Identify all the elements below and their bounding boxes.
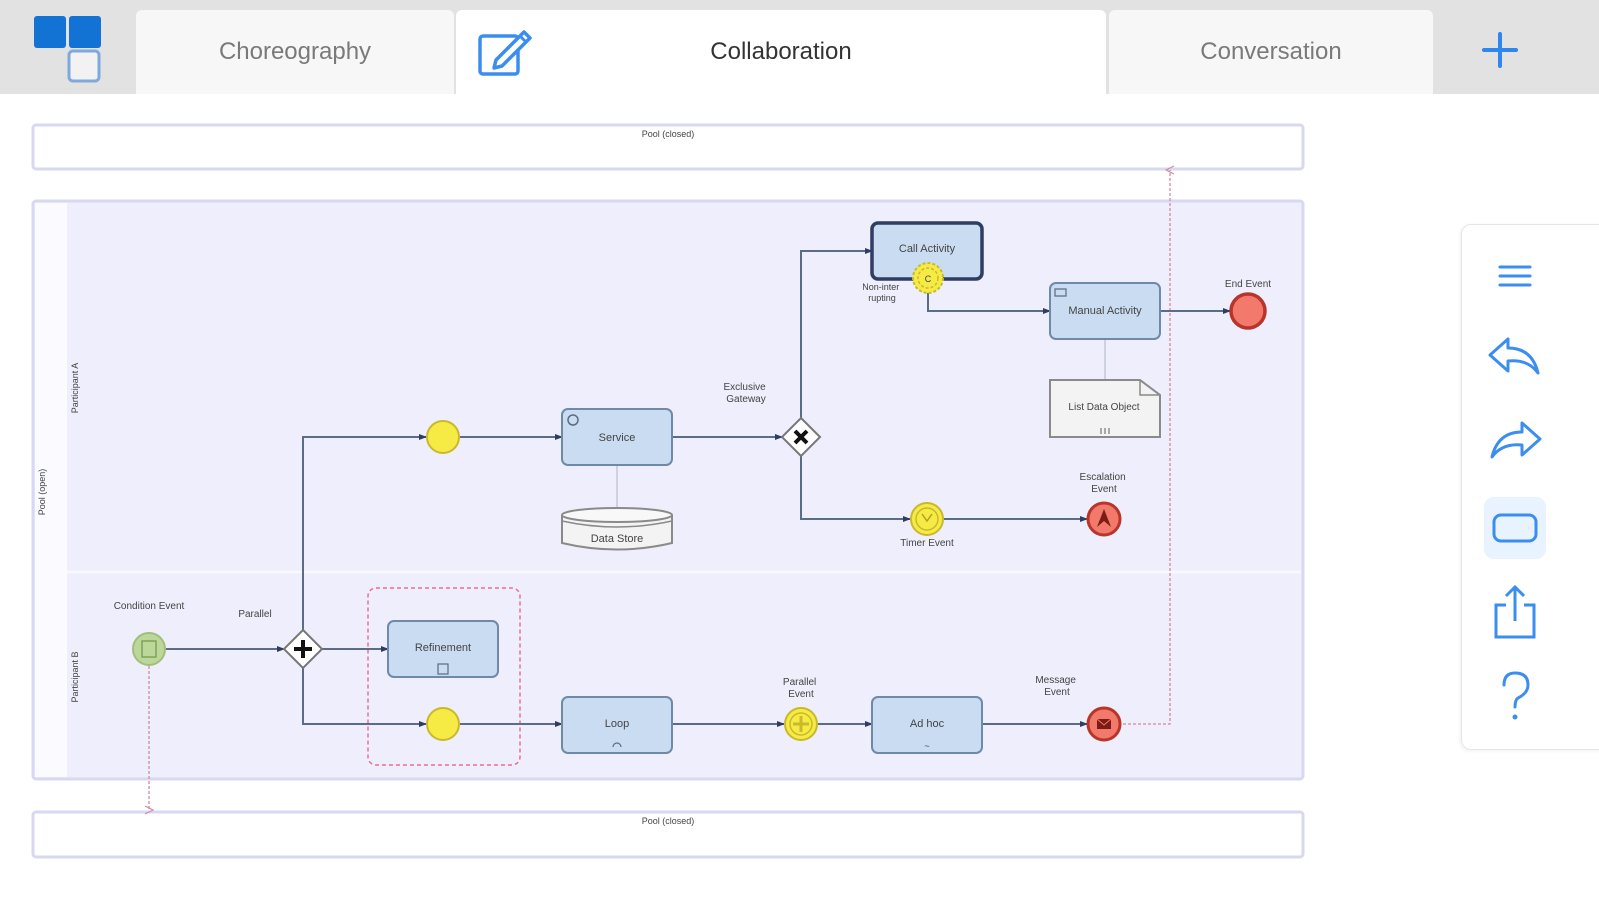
escalation-label-line: Escalation (1080, 472, 1126, 483)
parallel-gateway[interactable]: Parallel (238, 609, 324, 670)
lane-participant-b-label: Participant B (70, 651, 80, 702)
exclusive-gateway-label-line: Gateway (726, 394, 765, 405)
data-store[interactable]: Data Store (561, 507, 673, 551)
tab-conversation[interactable]: Conversation (1109, 10, 1433, 94)
non-interrupting-label: Non-inter rupting (862, 282, 902, 303)
ad-hoc-label: Ad hoc (910, 718, 945, 730)
exclusive-gateway[interactable]: Exclusive Gateway (723, 382, 822, 458)
menu-icon (1498, 265, 1532, 287)
non-interrupting-label-line: Non-inter (862, 282, 899, 292)
service-task[interactable]: Service (561, 408, 673, 466)
subprocess-marker-icon (437, 663, 449, 675)
service-label: Service (599, 432, 636, 444)
call-activity[interactable]: Call Activity (870, 221, 984, 281)
flow-parallel-to-event-a[interactable] (302, 434, 427, 630)
redo-icon (1490, 421, 1542, 459)
edit-icon[interactable] (476, 24, 532, 80)
parallel-gateway-label: Parallel (238, 609, 271, 620)
flow-boundary-to-manual[interactable] (927, 293, 1051, 314)
intermediate-event-b[interactable] (426, 707, 460, 741)
tab-choreography[interactable]: Choreography (136, 10, 454, 94)
condition-event-label: Condition Event (114, 601, 185, 612)
app-grid-logo-icon[interactable] (34, 16, 102, 84)
clock-icon (921, 513, 933, 523)
pool-bottom-label: Pool (closed) (642, 816, 695, 826)
flow-exclusive-to-timer[interactable] (800, 456, 911, 522)
bpmn-diagram[interactable]: Pool (closed) Pool (open) Participant A … (0, 94, 1460, 900)
flow-parallel-to-event-b[interactable] (302, 668, 427, 727)
flow-exclusive-to-call[interactable] (800, 248, 873, 418)
parallel-multiple-icon (793, 716, 809, 732)
pool-top-label: Pool (closed) (642, 129, 695, 139)
manual-activity-label: Manual Activity (1068, 305, 1142, 317)
plus-icon[interactable] (1476, 26, 1524, 74)
end-event-label: End Event (1225, 279, 1271, 290)
escalation-event-label: Escalation Event (1080, 472, 1129, 495)
tab-collaboration-label: Collaboration (710, 38, 852, 65)
right-toolbar (1461, 224, 1599, 750)
refinement-label: Refinement (415, 642, 471, 654)
rectangle-icon (1492, 513, 1538, 543)
escalation-icon (1097, 509, 1111, 527)
message-flow-to-top-pool[interactable] (1123, 170, 1170, 725)
non-interrupting-label-line: rupting (868, 293, 896, 303)
help-button[interactable] (1484, 665, 1546, 727)
manual-activity[interactable]: Manual Activity (1049, 282, 1161, 340)
intermediate-event-a[interactable] (426, 420, 460, 454)
refinement-task[interactable]: Refinement (387, 620, 499, 678)
pool-open-label: Pool (open) (37, 469, 47, 516)
data-store-label: Data Store (591, 533, 644, 545)
exclusive-gateway-label: Exclusive Gateway (723, 382, 768, 405)
tab-choreography-label: Choreography (218, 38, 372, 65)
pool-open[interactable]: Pool (open) Participant A Participant B (31, 199, 1305, 781)
gear-icon (567, 414, 579, 426)
end-event[interactable]: End Event (1225, 279, 1271, 330)
loop-label: Loop (605, 718, 629, 730)
escalation-event[interactable]: Escalation Event (1080, 472, 1129, 537)
condition-event[interactable]: Condition Event (114, 601, 185, 666)
message-event[interactable]: Message Event (1035, 675, 1122, 742)
message-event-label-line: Event (1044, 687, 1070, 698)
escalation-label-line: Event (1091, 484, 1117, 495)
share-button[interactable] (1484, 581, 1546, 643)
timer-event[interactable]: Timer Event (900, 502, 954, 549)
rectangle-shape-button[interactable] (1484, 497, 1546, 559)
share-icon (1494, 584, 1536, 639)
diagram-canvas[interactable]: Pool (closed) Pool (open) Participant A … (0, 94, 1599, 900)
ad-hoc-marker-icon: ~ (924, 741, 929, 751)
tab-conversation-label: Conversation (1200, 38, 1342, 65)
undo-icon (1488, 337, 1540, 375)
pool-top-closed[interactable]: Pool (closed) (31, 123, 1305, 171)
menu-button[interactable] (1484, 245, 1546, 307)
lane-participant-a-label: Participant A (70, 363, 80, 414)
message-event-label: Message Event (1035, 675, 1078, 698)
hand-icon (1054, 288, 1067, 297)
undo-button[interactable] (1484, 327, 1546, 389)
parallel-event-label: Parallel Event (783, 677, 819, 700)
non-interrupting-boundary-event[interactable]: C Non-inter rupting (862, 262, 944, 303)
parallel-event[interactable]: Parallel Event (783, 677, 819, 741)
loop-marker-icon (612, 742, 622, 748)
redo-button[interactable] (1484, 411, 1546, 473)
boundary-event-glyph: C (925, 274, 932, 284)
timer-event-label: Timer Event (900, 538, 954, 549)
parallel-event-label-line: Parallel (783, 677, 816, 688)
loop-task[interactable]: Loop (561, 696, 673, 754)
message-event-label-line: Message (1035, 675, 1076, 686)
parallel-event-label-line: Event (788, 689, 814, 700)
tab-collaboration[interactable]: Collaboration (456, 10, 1106, 94)
list-marker-icon (1100, 428, 1110, 434)
ad-hoc-task[interactable]: ~ Ad hoc (871, 696, 983, 754)
list-data-object-label: List Data Object (1068, 402, 1139, 413)
call-activity-label: Call Activity (899, 243, 956, 255)
sequence-flows (166, 248, 1231, 727)
pool-bottom-closed[interactable]: Pool (closed) (31, 810, 1305, 859)
exclusive-gateway-label-line: Exclusive (723, 382, 766, 393)
top-bar: Choreography Collaboration Conversation (0, 0, 1599, 94)
list-data-object[interactable]: List Data Object (1049, 379, 1161, 438)
envelope-icon (1097, 719, 1111, 729)
help-icon (1502, 671, 1530, 720)
